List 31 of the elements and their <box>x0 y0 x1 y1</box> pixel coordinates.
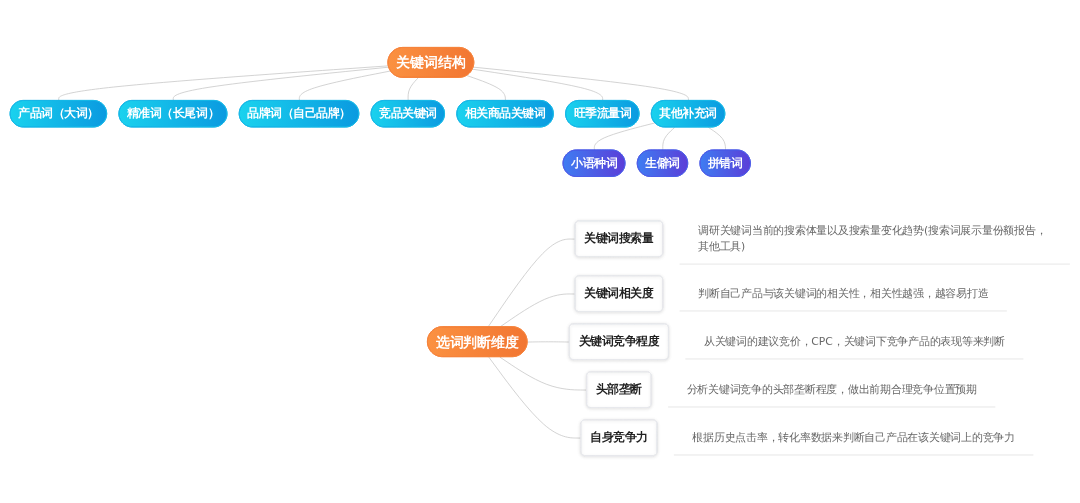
category-pill: 品牌词（自己品牌） <box>238 100 360 128</box>
category-pill: 精准词（长尾词） <box>118 100 228 128</box>
connector-line <box>407 77 419 102</box>
criterion-box: 关键词竞争程度 <box>568 323 669 360</box>
category-pill: 相关商品关键词 <box>456 100 554 128</box>
connector-line <box>298 70 392 102</box>
subcategory-pill: 小语种词 <box>562 149 626 177</box>
subcategory-pill: 拼错词 <box>699 149 751 177</box>
topic-pill: 选词判断维度 <box>427 326 528 358</box>
criterion-box: 关键词搜索量 <box>574 220 664 257</box>
criterion-box: 头部垄断 <box>586 371 652 408</box>
connector-line <box>662 126 676 151</box>
connector-line <box>58 65 389 102</box>
connector-line <box>593 122 656 151</box>
criterion-box: 自身竞争力 <box>580 419 658 456</box>
category-pill: 其他补充词 <box>650 100 726 128</box>
connector-line <box>172 66 390 102</box>
connector-line <box>473 66 689 102</box>
criterion-box: 关键词相关度 <box>574 275 664 312</box>
connector-line <box>466 75 506 102</box>
category-pill: 竞品关键词 <box>370 100 445 128</box>
connector-line <box>487 238 576 328</box>
connector-line <box>472 68 604 102</box>
connector-line <box>499 293 576 328</box>
topic-pill: 关键词结构 <box>387 47 475 78</box>
category-pill: 产品词（大词） <box>9 100 108 128</box>
connector-line <box>707 126 726 151</box>
subcategory-pill: 生僻词 <box>636 149 689 177</box>
connector-line <box>488 356 582 439</box>
connector-line <box>499 356 588 391</box>
category-pill: 旺季流量词 <box>565 100 640 128</box>
